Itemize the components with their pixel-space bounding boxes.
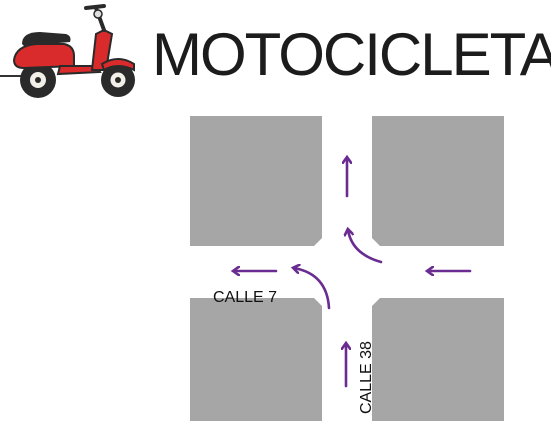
header: MOTOCICLETA bbox=[0, 0, 551, 108]
block-bottom-left bbox=[190, 298, 322, 421]
arrow-east-to-north bbox=[348, 230, 383, 264]
block-top-right bbox=[372, 116, 504, 246]
block-top-left bbox=[190, 116, 322, 246]
street-label-calle-7: CALLE 7 bbox=[213, 289, 277, 306]
block-bottom-right bbox=[372, 298, 504, 421]
scooter-icon bbox=[0, 4, 135, 98]
arrow-south-to-west bbox=[294, 268, 331, 310]
page-title: MOTOCICLETA bbox=[152, 21, 551, 88]
street-label-calle-38: CALLE 38 bbox=[358, 341, 375, 414]
